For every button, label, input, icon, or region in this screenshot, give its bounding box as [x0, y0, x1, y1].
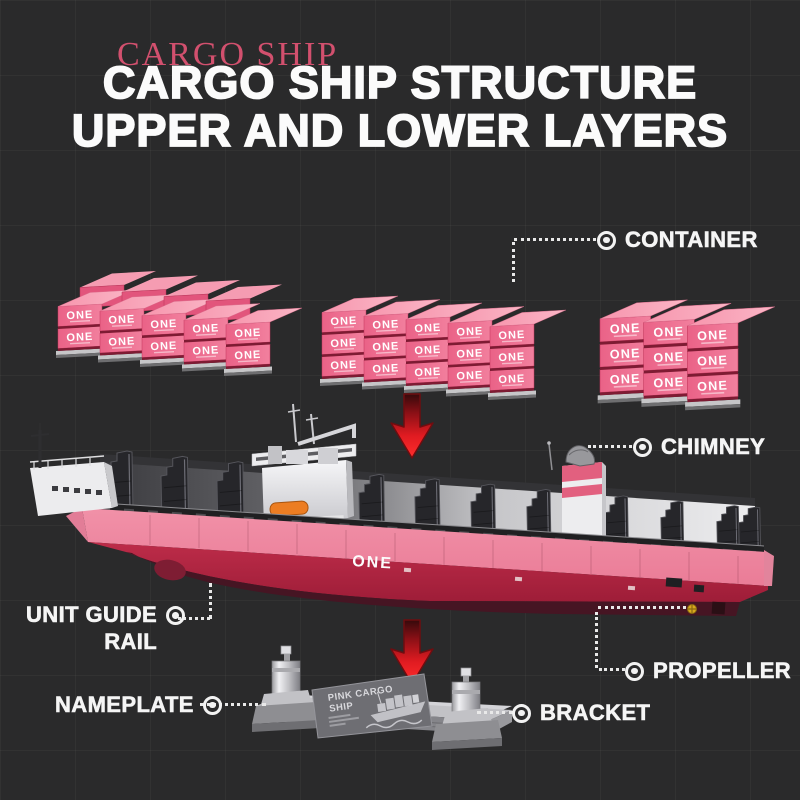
- hull-logo: ONE: [352, 553, 394, 573]
- chimney: [547, 441, 606, 552]
- plaque-ship-art: [365, 691, 426, 729]
- container-group-middle: [320, 295, 567, 400]
- callout-unit-guide-rail-line2: RAIL: [104, 629, 158, 655]
- red-down-arrow-upper: [390, 393, 434, 459]
- bow-structure: [29, 423, 118, 516]
- leader-line: [477, 711, 513, 714]
- callout-unit-guide-rail-line1: UNIT GUIDE: [26, 602, 158, 628]
- callout-propeller-label: PROPELLER: [653, 658, 792, 684]
- leader-line: [595, 612, 598, 668]
- ghost-title: CARGO SHIP: [117, 36, 339, 73]
- callout-bracket-label: BRACKET: [540, 700, 651, 726]
- target-icon: [597, 230, 616, 250]
- leader-line: [599, 668, 625, 671]
- title-line-1: CARGO SHIP STRUCTURE: [102, 56, 698, 109]
- callout-bracket: BRACKET: [512, 700, 650, 726]
- callout-chimney: CHIMNEY: [633, 434, 765, 460]
- leader-line: [588, 445, 632, 448]
- callout-nameplate-label: NAMEPLATE: [55, 692, 194, 718]
- leader-line: [178, 617, 210, 620]
- target-icon: [202, 695, 222, 715]
- target-icon: [166, 606, 186, 625]
- callout-unit-guide-rail: UNIT GUIDE RAIL: [26, 601, 186, 655]
- container-group-left: [56, 270, 303, 376]
- container-stack: [488, 309, 567, 400]
- callout-container: CONTAINER: [597, 227, 758, 253]
- callout-container-label: CONTAINER: [625, 227, 758, 253]
- target-icon: [625, 661, 644, 681]
- target-icon: [512, 703, 531, 723]
- callout-nameplate: NAMEPLATE: [55, 692, 222, 718]
- leader-line: [209, 583, 212, 619]
- ship-hull: ONE: [66, 508, 774, 616]
- propeller: [687, 601, 726, 615]
- nameplate-plaque: PINK CARGO SHIP: [311, 673, 433, 739]
- leader-line: [598, 606, 686, 609]
- target-icon: [633, 437, 652, 457]
- callout-propeller: PROPELLER: [625, 658, 791, 684]
- container-group-right: [597, 299, 776, 411]
- leader-line: [512, 242, 515, 282]
- title-line-2: UPPER AND LOWER LAYERS: [71, 104, 729, 157]
- plaque-title-line-2: SHIP: [329, 700, 355, 714]
- stern-face: [764, 550, 774, 586]
- bracket-post-left: [252, 645, 320, 732]
- leader-line: [514, 238, 596, 241]
- nameplate-stand: PINK CARGO SHIP: [252, 645, 512, 750]
- callout-chimney-label: CHIMNEY: [661, 434, 766, 460]
- container-stack: [685, 306, 776, 411]
- red-down-arrow-lower: [390, 619, 434, 685]
- bracket-post-right: [432, 667, 502, 750]
- leader-line: [200, 703, 266, 706]
- cargo-ship: ONE: [29, 403, 774, 616]
